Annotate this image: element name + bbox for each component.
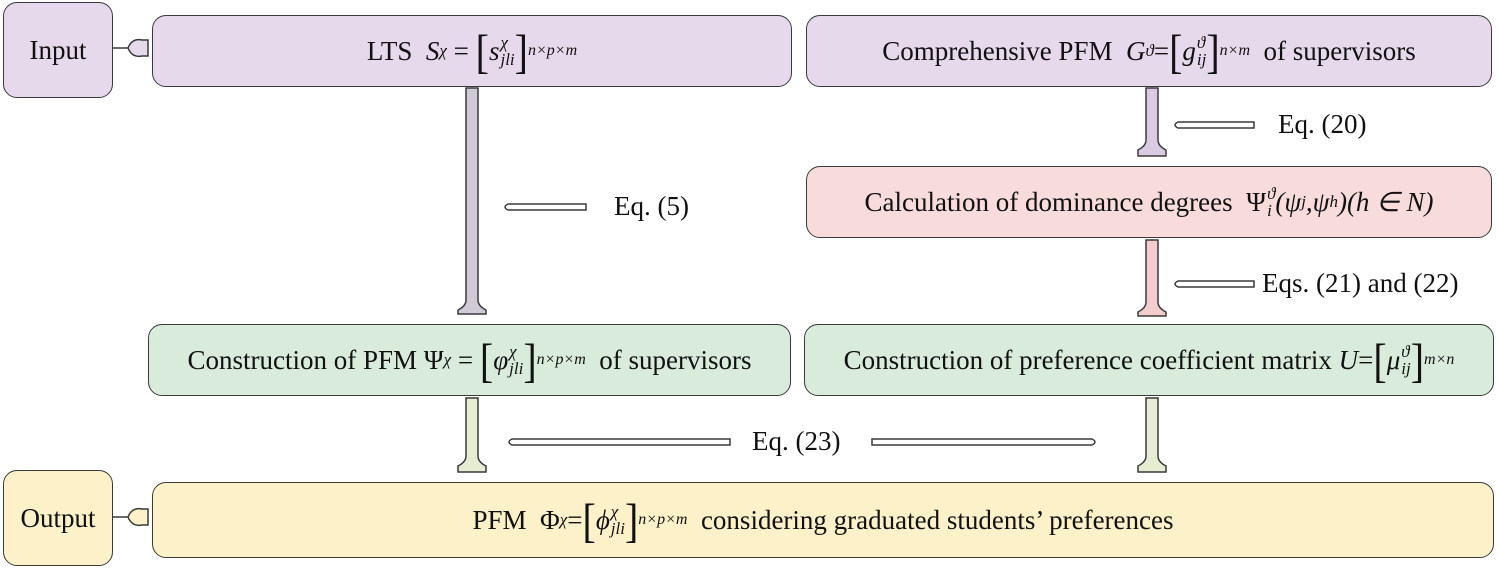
- preference-matrix-box: Construction of preference coefficient m…: [804, 324, 1494, 396]
- eq23-left-pointer: [508, 438, 731, 446]
- eq23-right-pointer: [871, 438, 1096, 446]
- eq21-pointer: [1174, 280, 1255, 288]
- final-symbol: Φ: [540, 504, 560, 535]
- output-connector: [112, 507, 149, 527]
- pref-elem: μ: [1386, 344, 1401, 375]
- output-label: Output: [20, 502, 96, 533]
- eq5-label: Eq. (5): [614, 191, 689, 221]
- eq23-label: Eq. (23): [752, 426, 841, 456]
- final-suffix: considering graduated students’ preferen…: [700, 504, 1174, 535]
- final-elem: ϕ: [595, 504, 610, 535]
- lts-elem: s: [488, 35, 500, 66]
- comp-dims: n×m: [1219, 42, 1251, 59]
- input-box: Input: [3, 2, 113, 98]
- dominance-text: Calculation of dominance degrees: [864, 186, 1233, 217]
- constr-suffix: of supervisors: [599, 344, 752, 375]
- pref-symbol: U: [1338, 344, 1359, 375]
- arrow-pref-to-final: [1137, 397, 1167, 473]
- final-prefix: PFM: [472, 504, 527, 535]
- input-connector: [112, 38, 149, 58]
- input-label: Input: [29, 34, 87, 65]
- eq20-pointer: [1174, 121, 1255, 129]
- lts-bracket-close: ]: [514, 24, 528, 78]
- lts-symbol: S: [425, 35, 440, 66]
- dominance-tail: )(h ∈ N): [1337, 186, 1434, 217]
- dominance-symbol: Ψ: [1246, 186, 1267, 217]
- constr-symbol: Ψ: [423, 344, 444, 375]
- comp-sup: ϑ: [1145, 41, 1154, 60]
- pref-dims: m×n: [1424, 351, 1455, 368]
- eq5-pointer: [504, 203, 587, 211]
- lts-sup: χ: [439, 41, 447, 60]
- output-box: Output: [3, 470, 113, 566]
- constr-prefix: Construction of PFM: [187, 344, 417, 375]
- eq20-label: Eq. (20): [1278, 109, 1367, 139]
- lts-bracket-open: [: [475, 24, 489, 78]
- arrow-dominance-to-pref: [1137, 239, 1167, 317]
- comp-symbol: G: [1125, 35, 1146, 66]
- comp-elem: g: [1182, 35, 1196, 66]
- final-dims: n×p×m: [638, 511, 688, 528]
- eq21-22-label: Eqs. (21) and (22): [1262, 268, 1459, 298]
- pref-prefix: Construction of preference coefficient m…: [843, 344, 1332, 375]
- comp-suffix: of supervisors: [1263, 35, 1416, 66]
- arrow-constr-to-final: [457, 397, 487, 473]
- comp-prefix: Comprehensive PFM: [882, 35, 1113, 66]
- dominance-args: (ψ: [1275, 186, 1302, 217]
- constr-elem: φ: [493, 344, 509, 375]
- lts-dims: n×p×m: [527, 42, 578, 59]
- arrow-lts-to-constr: [457, 87, 487, 315]
- lts-text: LTS: [366, 35, 413, 66]
- arrow-comp-to-dominance: [1137, 87, 1167, 157]
- constr-dims: n×p×m: [536, 351, 586, 368]
